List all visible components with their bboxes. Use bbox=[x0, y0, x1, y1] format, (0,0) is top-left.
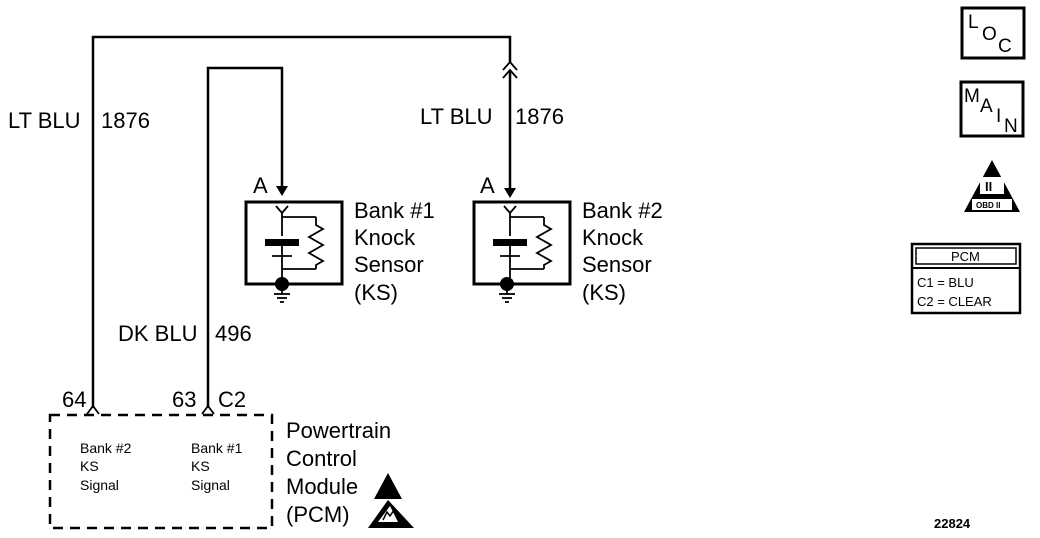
pcm-table-box bbox=[910, 242, 1022, 315]
bank2-terminal-label: A bbox=[480, 173, 495, 198]
pcm-signal-bank2-line2: KS bbox=[80, 458, 99, 474]
bank2-sensor-box bbox=[472, 200, 572, 286]
bank2-knock-sensor bbox=[472, 200, 572, 303]
bank2-sensor-terminal-icon bbox=[503, 205, 517, 215]
pcm-signal-bank2-line1: Bank #2 bbox=[80, 440, 132, 456]
pcm-signal-bank1-line2: KS bbox=[191, 458, 210, 474]
bank1-knock-sensor bbox=[244, 200, 344, 303]
bank1-arrow-icon bbox=[276, 186, 288, 196]
right-wire-circuit-label: 1876 bbox=[515, 104, 564, 129]
loc-letter-c: C bbox=[998, 36, 1012, 57]
bank1-sensor-box bbox=[244, 200, 344, 286]
main-symbol: M A I N bbox=[959, 80, 1025, 138]
pcm-name-line3: Module bbox=[286, 474, 358, 499]
obd-ii-label: OBD II bbox=[976, 201, 1000, 210]
pcm-signal-bank2-line3: Signal bbox=[80, 477, 119, 493]
pcm-name-line2: Control bbox=[286, 446, 357, 471]
obd-ii-numeral: II bbox=[985, 179, 992, 194]
bank1-label-line3: Sensor bbox=[354, 252, 424, 277]
bank1-resistor-icon bbox=[307, 217, 325, 269]
figure-number: 22824 bbox=[934, 516, 971, 531]
bank2-label-line1: Bank #2 bbox=[582, 198, 663, 223]
pcm-box bbox=[48, 413, 274, 530]
pcm-table-title: PCM bbox=[951, 249, 980, 264]
pcm-signal-bank1-line3: Signal bbox=[191, 477, 230, 493]
main-letter-m: M bbox=[964, 86, 980, 107]
bank1-label-line4: (KS) bbox=[354, 280, 398, 305]
dk-blu-color-label: DK BLU bbox=[118, 321, 197, 346]
bank1-label-line2: Knock bbox=[354, 225, 416, 250]
pin-63-label: 63 bbox=[172, 387, 196, 412]
pcm-table-row2: C2 = CLEAR bbox=[917, 294, 992, 309]
right-wire-color-label: LT BLU bbox=[420, 104, 493, 129]
pin-63-chevron-icon bbox=[201, 404, 215, 415]
dk-blu-circuit-label: 496 bbox=[215, 321, 252, 346]
bank1-terminal-label: A bbox=[253, 173, 268, 198]
pin-64-chevron-icon bbox=[86, 404, 100, 415]
obd-ii-symbol: II OBD II bbox=[964, 160, 1020, 212]
bank2-ground-node-icon bbox=[500, 277, 514, 291]
dk-blu-wire-path bbox=[206, 66, 284, 408]
main-letter-i: I bbox=[996, 106, 1001, 127]
main-letter-a: A bbox=[980, 96, 993, 117]
connector-c2-label: C2 bbox=[218, 387, 246, 412]
lt-blu-wire-path bbox=[91, 35, 512, 408]
pcm-table-row1: C1 = BLU bbox=[917, 275, 974, 290]
bank2-label-line3: Sensor bbox=[582, 252, 652, 277]
wire-lt-blu-1876 bbox=[91, 35, 518, 408]
pcm-name-line1: Powertrain bbox=[286, 418, 391, 443]
connector-chevron-upper bbox=[502, 60, 518, 71]
left-wire-circuit-label: 1876 bbox=[101, 108, 150, 133]
bank1-ground-node-icon bbox=[275, 277, 289, 291]
bank1-piezo-element-icon bbox=[265, 239, 299, 246]
pcm-signal-bank1-line1: Bank #1 bbox=[191, 440, 243, 456]
bank1-label-line1: Bank #1 bbox=[354, 198, 435, 223]
wire-dk-blu-496 bbox=[206, 66, 288, 408]
pcm-connector-table: PCM C1 = BLU C2 = CLEAR bbox=[910, 242, 1022, 315]
main-letter-n: N bbox=[1004, 116, 1018, 137]
loc-letter-o: O bbox=[982, 24, 997, 45]
bank2-piezo-element-icon bbox=[493, 239, 527, 246]
bank2-arrow-icon bbox=[504, 188, 516, 198]
pcm-name-line4: (PCM) bbox=[286, 502, 350, 527]
main-box bbox=[959, 80, 1025, 138]
loc-letter-l: L bbox=[968, 12, 979, 33]
bank2-label-line2: Knock bbox=[582, 225, 644, 250]
loc-box bbox=[960, 6, 1026, 60]
bank2-label-line4: (KS) bbox=[582, 280, 626, 305]
left-wire-color-label: LT BLU bbox=[8, 108, 81, 133]
bank2-resistor-icon bbox=[535, 217, 553, 269]
esd-warning-icon bbox=[368, 473, 414, 528]
pin-64-label: 64 bbox=[62, 387, 86, 412]
loc-symbol: L O C bbox=[960, 6, 1026, 60]
bank1-sensor-terminal-icon bbox=[275, 205, 289, 215]
